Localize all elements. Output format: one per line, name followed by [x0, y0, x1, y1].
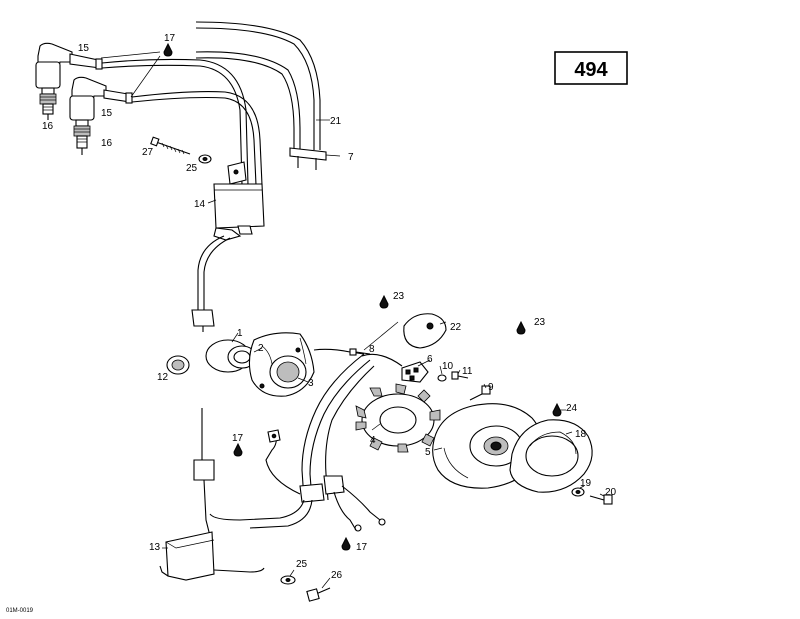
- catalog-code: 01M-0019: [6, 608, 34, 614]
- ignition-wires: [101, 21, 327, 186]
- drop-icon: [163, 42, 173, 57]
- coil-mounting-screw: [150, 136, 191, 155]
- callout-20: 20: [605, 487, 617, 498]
- callout-13: 13: [149, 542, 161, 553]
- callout-2: 2: [258, 343, 264, 354]
- callout-15: 15: [78, 43, 90, 54]
- small-connector: [267, 429, 281, 443]
- callout-11: 11: [462, 366, 473, 377]
- callout-24: 24: [566, 403, 578, 414]
- magneto-housing: [248, 332, 365, 397]
- trigger-coil: [361, 353, 429, 383]
- callout-labels: 15 15 16 16 17 21 7 27 25 14 23 22 23 1 …: [42, 33, 617, 581]
- callout-7: 7: [348, 152, 354, 163]
- callout-6: 6: [427, 354, 433, 365]
- regulator-bolt: [306, 587, 331, 602]
- voltage-regulator: [159, 408, 265, 581]
- page-number-box: 494: [554, 51, 628, 85]
- ring-washer: [571, 487, 585, 497]
- spark-plug-lower: [73, 119, 91, 155]
- ring-screw: [589, 494, 613, 505]
- leader-lines: [100, 51, 605, 589]
- stator-screw: [469, 385, 491, 401]
- spark-plug-cap-lower: [69, 76, 133, 121]
- drop-icon: [233, 442, 243, 457]
- callout-14: 14: [194, 199, 206, 210]
- callout-17: 17: [232, 433, 244, 444]
- drop-icon: [552, 402, 562, 417]
- spark-plug-upper: [39, 87, 57, 120]
- callout-10: 10: [442, 361, 454, 372]
- coil-washer: [198, 154, 212, 164]
- callout-4: 4: [370, 435, 376, 446]
- callout-25: 25: [296, 559, 308, 570]
- drop-icon: [379, 294, 389, 309]
- callout-26: 26: [331, 570, 343, 581]
- cover: [403, 313, 447, 349]
- callout-15: 15: [101, 108, 113, 119]
- coil-lead-wire: [191, 235, 231, 332]
- callout-16: 16: [42, 121, 54, 132]
- trigger-screw: [451, 371, 469, 380]
- callout-16: 16: [101, 138, 113, 149]
- starter-ring: [509, 419, 593, 493]
- stator: [355, 383, 441, 453]
- callout-27: 27: [142, 147, 154, 158]
- callout-19: 19: [580, 478, 592, 489]
- callout-25: 25: [186, 163, 198, 174]
- callout-8: 8: [369, 344, 375, 355]
- callout-9: 9: [488, 382, 494, 393]
- regulator-washer: [280, 575, 296, 585]
- callout-12: 12: [157, 372, 169, 383]
- callout-3: 3: [308, 378, 314, 389]
- drop-icon: [516, 320, 526, 335]
- oil-seal: [166, 355, 190, 375]
- callout-23: 23: [534, 317, 546, 328]
- ignition-coil: [213, 161, 265, 241]
- leader-23a: [363, 321, 399, 351]
- wiring-harness: [209, 353, 386, 532]
- spark-plug-cap-upper: [35, 42, 103, 89]
- trigger-washer: [437, 374, 447, 382]
- sealant-drop-icons: [163, 42, 562, 551]
- callout-22: 22: [450, 322, 462, 333]
- callout-21: 21: [330, 116, 342, 127]
- callout-17: 17: [164, 33, 176, 44]
- callout-17: 17: [356, 542, 368, 553]
- cover-screw: [349, 348, 371, 356]
- callout-5: 5: [425, 447, 431, 458]
- callout-1: 1: [237, 328, 243, 339]
- callout-18: 18: [575, 429, 587, 440]
- drop-icon: [341, 536, 351, 551]
- page-number: 494: [574, 59, 608, 81]
- callout-23: 23: [393, 291, 405, 302]
